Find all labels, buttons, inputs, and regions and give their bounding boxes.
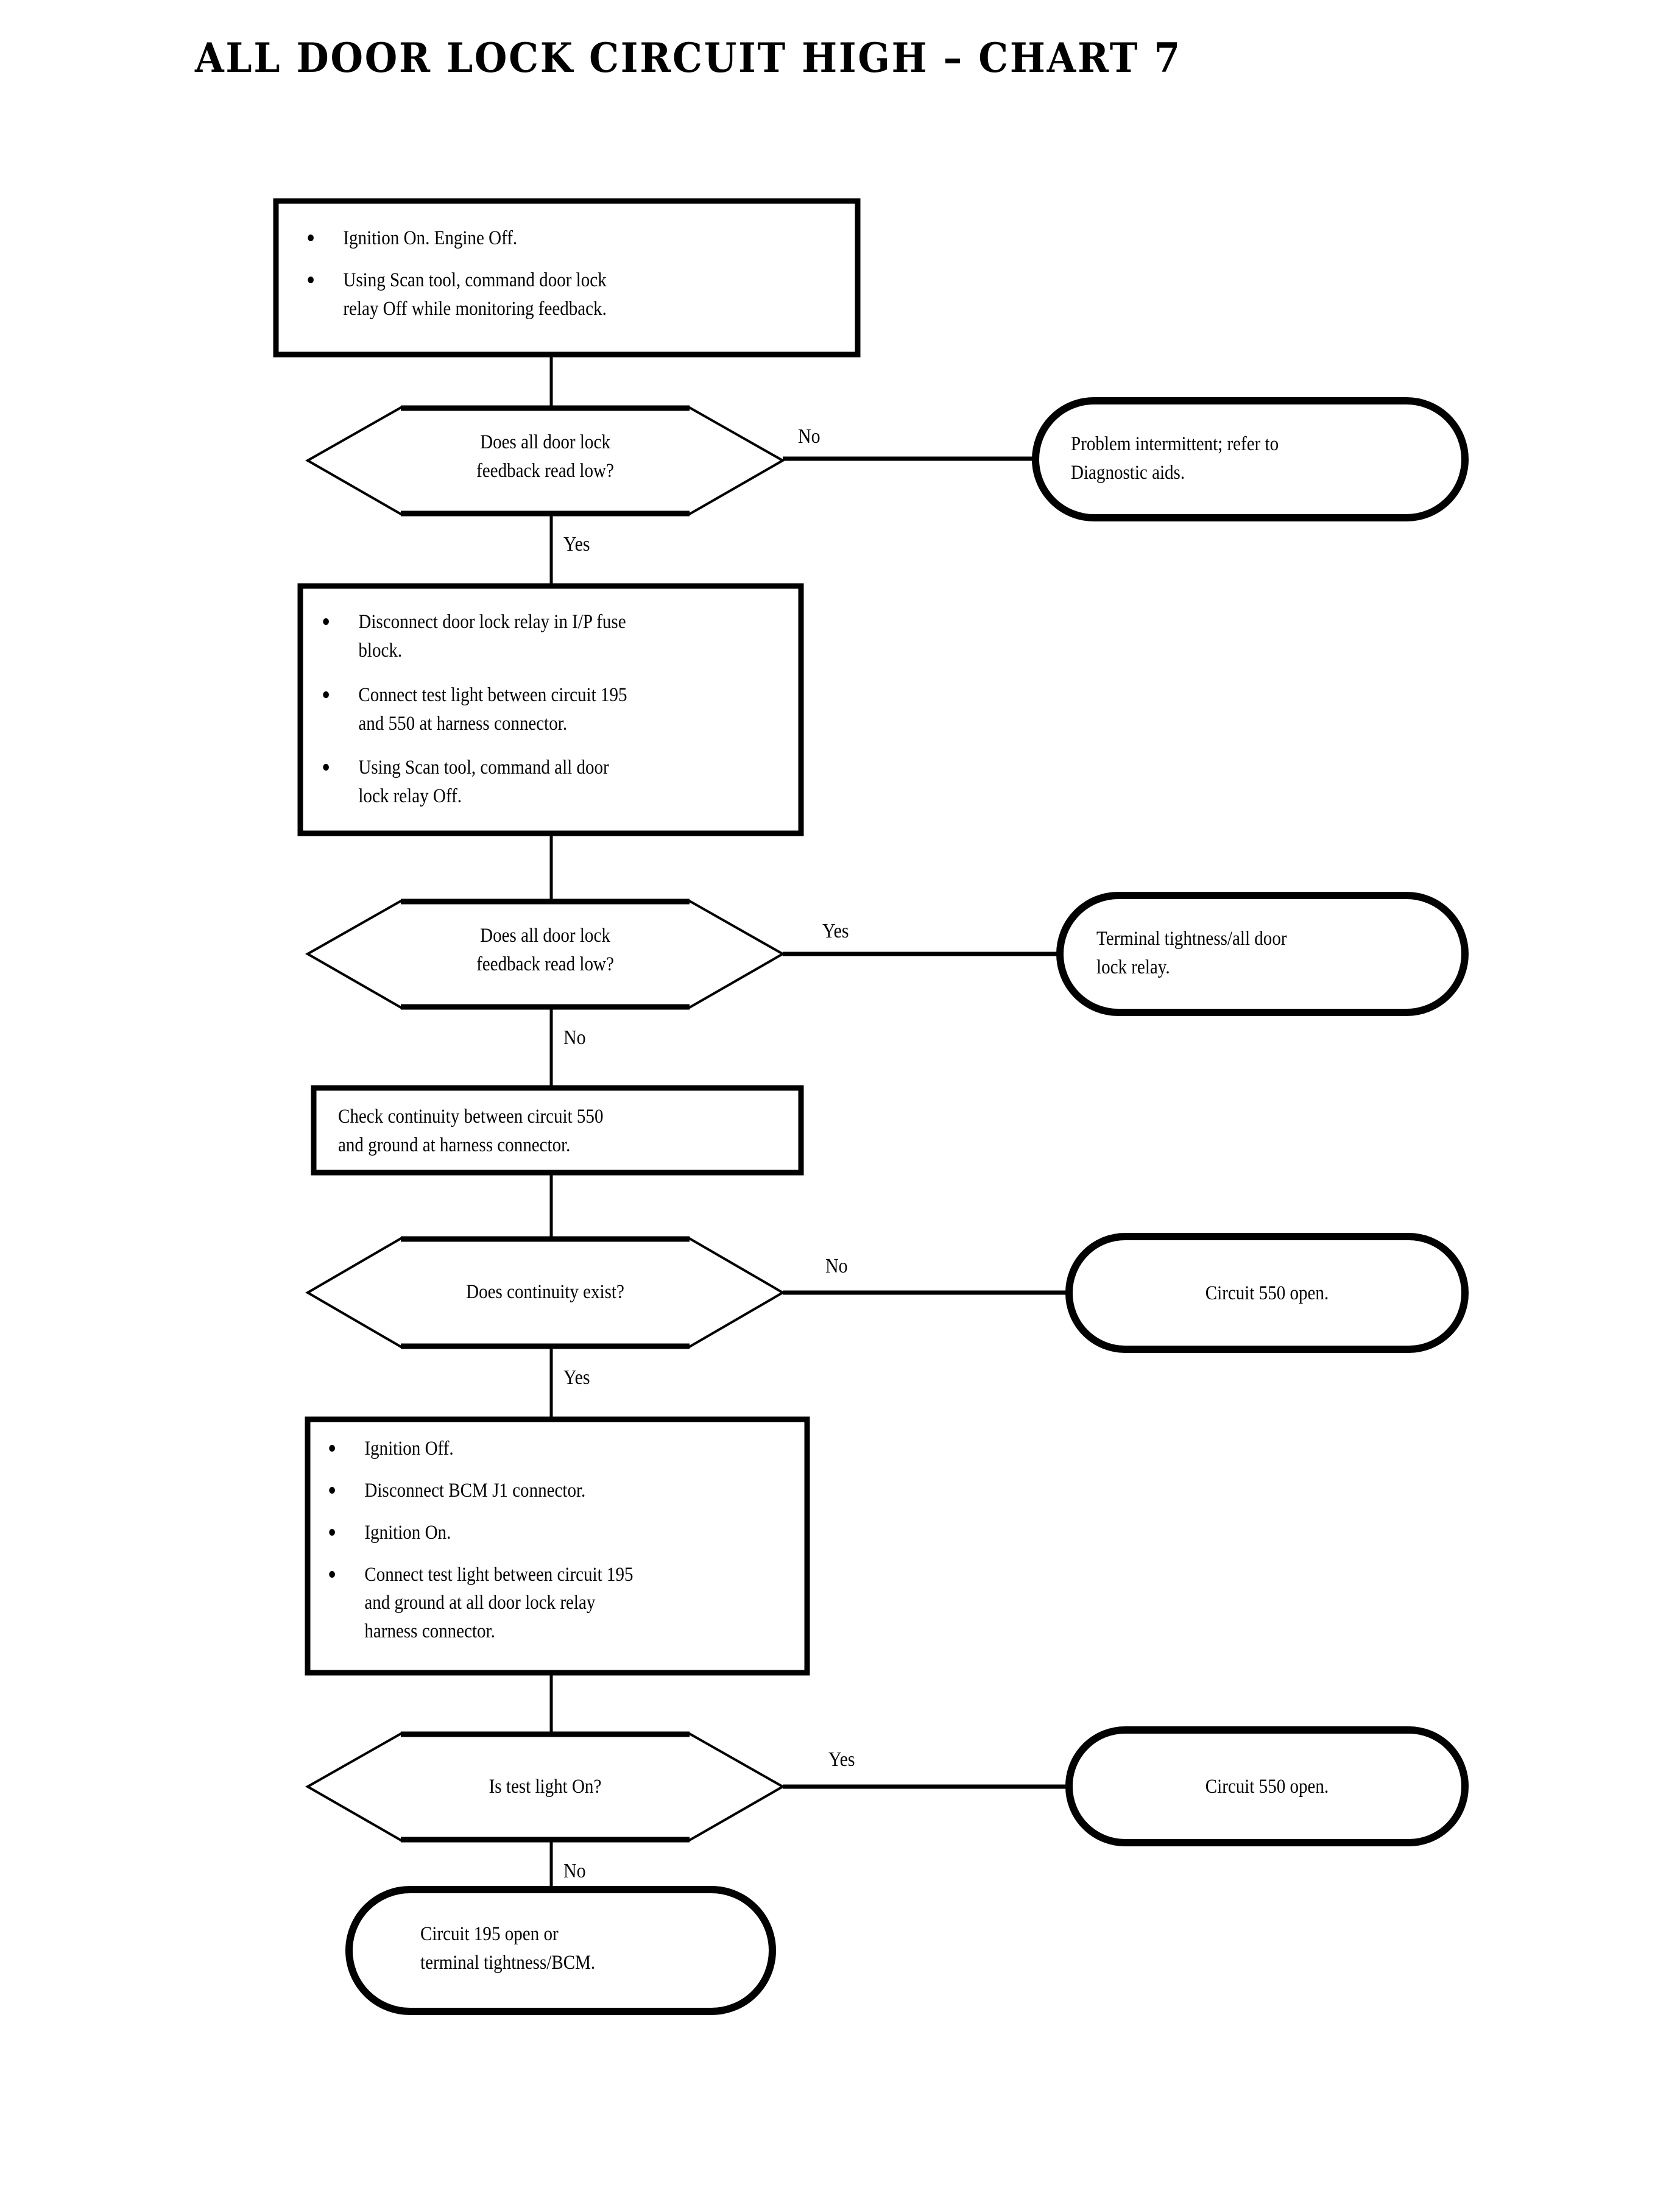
decision2-text: Does all door lock feedback read low?: [395, 922, 696, 979]
bullet-dot-icon: [308, 276, 314, 283]
bullet-line: and ground at all door lock relay: [364, 1592, 596, 1614]
list-item: Ignition Off.: [326, 1435, 755, 1463]
decision1-text: Does all door lock feedback read low?: [395, 428, 696, 485]
terminal2-text: Terminal tightness/all door lock relay.: [1096, 925, 1429, 982]
text-line: feedback read low?: [476, 459, 614, 482]
terminal3-text: Circuit 550 open.: [1101, 1279, 1433, 1308]
bullet-line: block.: [358, 639, 403, 662]
list-item: Connect test light between circuit 195 a…: [320, 681, 749, 738]
text-block: Circuit 195 open or terminal tightness/B…: [420, 1920, 721, 1977]
page-title: ALL DOOR LOCK CIRCUIT HIGH – CHART 7: [195, 34, 1182, 82]
bullet-line: and 550 at harness connector.: [358, 712, 568, 735]
bullet-line: Ignition On.: [364, 1521, 451, 1544]
text-line: feedback read low?: [476, 953, 614, 975]
list-item: Ignition On.: [326, 1519, 755, 1547]
bullet-list: Ignition Off. Disconnect BCM J1 connecto…: [326, 1435, 755, 1646]
text-line: Is test light On?: [489, 1776, 602, 1798]
text-line: Circuit 550 open.: [1205, 1776, 1329, 1798]
decision-hexagon-2: [305, 898, 786, 1010]
text-block: Problem intermittent; refer to Diagnosti…: [1071, 430, 1414, 487]
decision-hexagon-1: [305, 405, 786, 517]
bullet-line: Using Scan tool, command all door: [358, 757, 609, 779]
text-block: Is test light On?: [379, 1773, 711, 1801]
process-box-step1: [273, 198, 861, 358]
text-line: Does all door lock: [480, 431, 610, 453]
process-box-step3: [311, 1085, 804, 1176]
bullet-line: Ignition On. Engine Off.: [343, 227, 518, 249]
edge-label-decision3-no: No: [825, 1255, 848, 1277]
decision4-text: Is test light On?: [379, 1773, 711, 1801]
terminal-box-5: [345, 1886, 776, 2015]
bullet-line: harness connector.: [364, 1620, 495, 1643]
bullet-dot-icon: [323, 691, 329, 698]
text-line: Check continuity between circuit 550: [338, 1106, 604, 1128]
list-item: Ignition On. Engine Off.: [305, 224, 787, 253]
list-item: Using Scan tool, command all door lock r…: [320, 754, 749, 811]
decision-hexagon-4: [305, 1731, 786, 1843]
terminal-box-4: [1065, 1726, 1469, 1846]
process-step4-text: Ignition Off. Disconnect BCM J1 connecto…: [326, 1435, 755, 1646]
terminal5-text: Circuit 195 open or terminal tightness/B…: [420, 1920, 721, 1977]
edge-label-decision2-yes: Yes: [822, 920, 849, 942]
process-box-step2: [297, 583, 804, 836]
edge-label-decision1-yes: Yes: [563, 533, 590, 556]
bullet-dot-icon: [329, 1528, 335, 1536]
edge-label-decision1-no: No: [798, 425, 821, 448]
decision-hexagon-3: [305, 1236, 785, 1349]
bullet-list: Disconnect door lock relay in I/P fuse b…: [320, 608, 749, 811]
terminal-box-2: [1056, 892, 1469, 1016]
terminal4-text: Circuit 550 open.: [1101, 1773, 1433, 1801]
terminal-box-1: [1032, 397, 1469, 521]
bullet-line: Disconnect door lock relay in I/P fuse: [358, 611, 626, 633]
text-block: Terminal tightness/all door lock relay.: [1096, 925, 1429, 982]
text-line: Circuit 550 open.: [1205, 1282, 1329, 1304]
bullet-dot-icon: [323, 764, 329, 771]
text-block: Circuit 550 open.: [1101, 1773, 1433, 1801]
text-line: Circuit 195 open or: [420, 1923, 559, 1945]
text-block: Does all door lock feedback read low?: [395, 922, 696, 979]
bullet-line: relay Off while monitoring feedback.: [343, 297, 607, 320]
text-line: lock relay.: [1096, 956, 1170, 978]
text-line: and ground at harness connector.: [338, 1134, 571, 1156]
text-line: Terminal tightness/all door: [1096, 928, 1287, 950]
terminal-box-3: [1065, 1233, 1469, 1353]
bullet-line: lock relay Off.: [358, 785, 462, 808]
process-step3-text: Check continuity between circuit 550 and…: [338, 1103, 756, 1160]
bullet-line: Ignition Off.: [364, 1438, 454, 1460]
edge-label-decision2-no: No: [563, 1026, 586, 1049]
bullet-dot-icon: [329, 1486, 335, 1494]
text-block: Check continuity between circuit 550 and…: [338, 1103, 756, 1160]
edge-label-decision4-yes: Yes: [828, 1748, 855, 1771]
text-line: Diagnostic aids.: [1071, 461, 1185, 484]
text-block: Circuit 550 open.: [1101, 1279, 1433, 1308]
list-item: Disconnect door lock relay in I/P fuse b…: [320, 608, 749, 665]
text-block: Does all door lock feedback read low?: [395, 428, 696, 485]
bullet-dot-icon: [329, 1570, 335, 1578]
bullet-line: Using Scan tool, command door lock: [343, 269, 607, 291]
terminal1-text: Problem intermittent; refer to Diagnosti…: [1071, 430, 1414, 487]
bullet-dot-icon: [329, 1445, 335, 1452]
text-line: Problem intermittent; refer to: [1071, 433, 1279, 455]
text-block: Does continuity exist?: [379, 1278, 711, 1307]
text-line: Does continuity exist?: [466, 1281, 624, 1303]
bullet-line: Disconnect BCM J1 connector.: [364, 1479, 586, 1502]
bullet-dot-icon: [308, 235, 314, 241]
edge-label-decision4-no: No: [563, 1860, 586, 1882]
list-item: Connect test light between circuit 195 a…: [326, 1561, 755, 1647]
process-step1-text: Ignition On. Engine Off. Using Scan tool…: [305, 224, 787, 323]
process-box-step4: [305, 1416, 810, 1676]
process-step2-text: Disconnect door lock relay in I/P fuse b…: [320, 608, 749, 827]
bullet-line: Connect test light between circuit 195: [358, 683, 627, 706]
text-line: Does all door lock: [480, 925, 610, 947]
bullet-list: Ignition On. Engine Off. Using Scan tool…: [305, 224, 787, 323]
list-item: Using Scan tool, command door lock relay…: [305, 266, 787, 323]
bullet-line: Connect test light between circuit 195: [364, 1563, 634, 1586]
bullet-dot-icon: [323, 618, 329, 625]
edge-label-decision3-yes: Yes: [563, 1366, 590, 1389]
list-item: Disconnect BCM J1 connector.: [326, 1477, 755, 1505]
text-line: terminal tightness/BCM.: [420, 1951, 596, 1974]
decision3-text: Does continuity exist?: [379, 1278, 711, 1307]
